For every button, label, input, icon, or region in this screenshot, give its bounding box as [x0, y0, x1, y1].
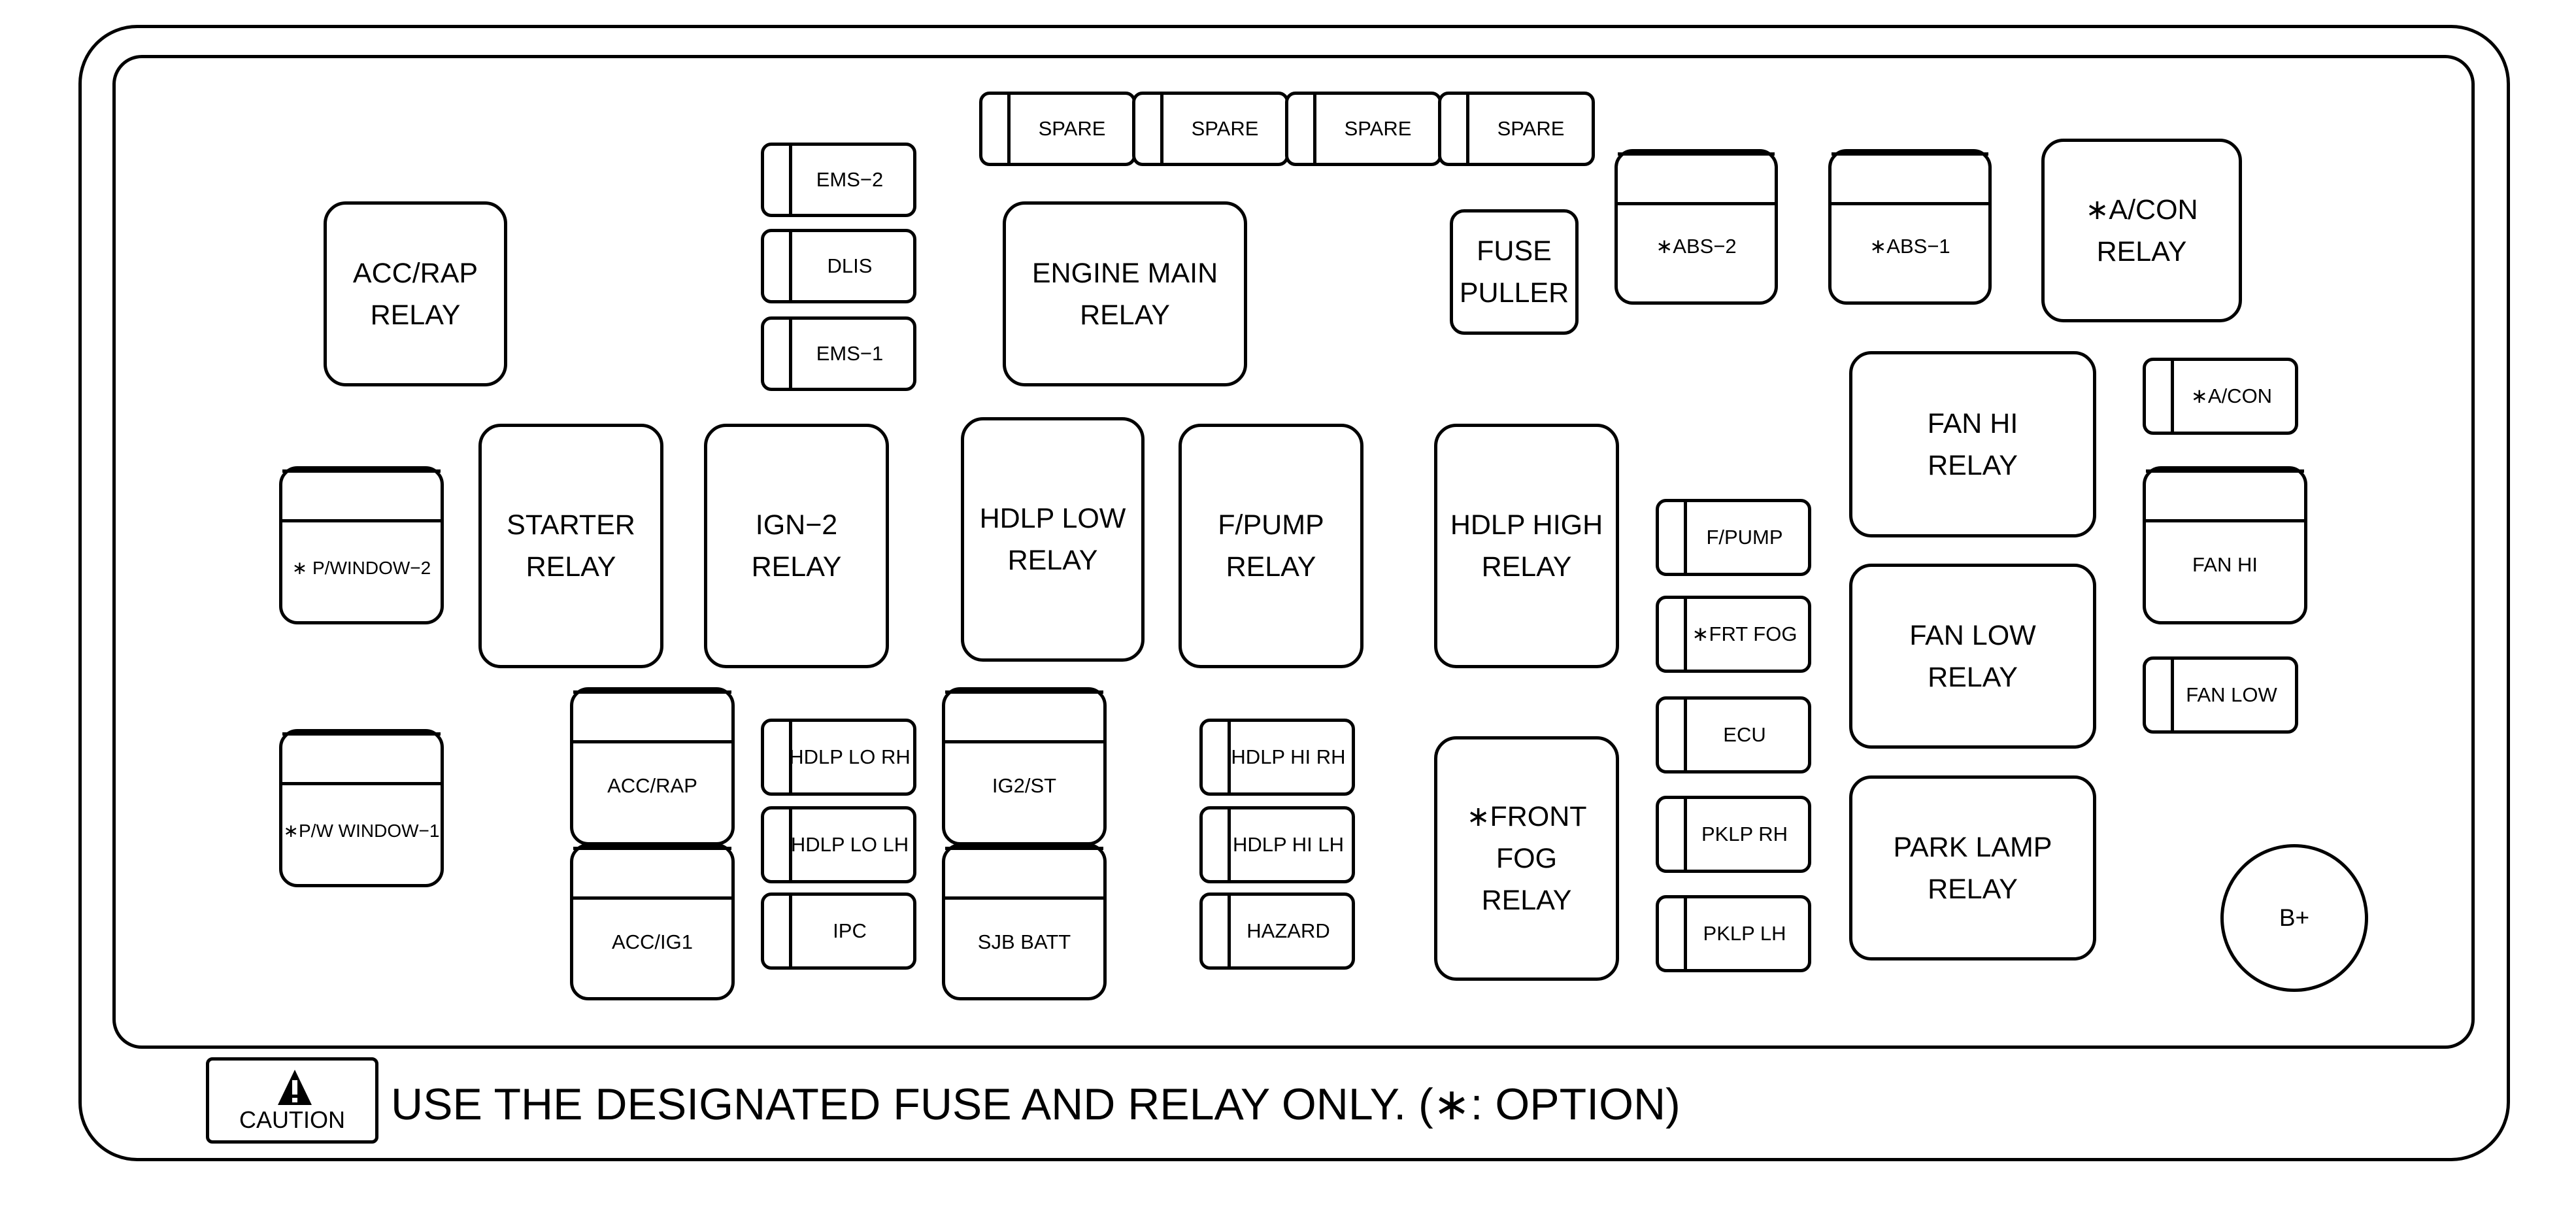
- abs2-fuse-divider: [1618, 202, 1775, 205]
- ipc-fuse: IPC: [761, 892, 916, 970]
- sjb-batt-fuse-label: SJB BATT: [977, 930, 1071, 953]
- ems2-fuse: EMS−2: [761, 143, 916, 217]
- f-pump-fuse: F/PUMP: [1656, 499, 1811, 576]
- hdlp-hi-rh-fuse: HDLP HI RH: [1199, 719, 1355, 796]
- front-fog-relay: ∗FRONT FOG RELAY: [1434, 736, 1619, 981]
- fuse-box-inner-panel: [112, 55, 2475, 1049]
- hdlp-lo-rh-fuse: HDLP LO RH: [761, 719, 916, 796]
- f-pump-relay: F/PUMP RELAY: [1179, 424, 1363, 668]
- p-w-window1-fuse: ∗P/W WINDOW−1: [279, 729, 444, 887]
- p-w-window1-fuse-label: ∗P/W WINDOW−1: [283, 821, 440, 841]
- fan-hi-fuse: FAN HI: [2143, 466, 2307, 624]
- park-lamp-relay: PARK LAMP RELAY: [1849, 775, 2096, 960]
- hdlp-low-relay: HDLP LOW RELAY: [961, 417, 1145, 662]
- spare-fuse-1: SPARE: [979, 92, 1136, 166]
- hdlp-high-relay: HDLP HIGH RELAY: [1434, 424, 1619, 668]
- abs1-fuse-label: ∗ABS−1: [1869, 235, 1950, 258]
- engine-main-relay: ENGINE MAIN RELAY: [1003, 201, 1247, 386]
- acc-rap-fuse: ACC/RAP: [570, 687, 735, 845]
- caution-label: CAUTION: [239, 1106, 345, 1133]
- warning-triangle-icon: [278, 1070, 312, 1105]
- abs2-fuse: ∗ABS−2: [1614, 149, 1778, 305]
- p-w-window1-fuse-divider: [282, 782, 441, 785]
- battery-terminal: B+: [2220, 844, 2368, 992]
- hazard-fuse: HAZARD: [1199, 892, 1355, 970]
- a-con-fuse: ∗A/CON: [2143, 358, 2298, 435]
- acc-ig1-fuse: ACC/IG1: [570, 843, 735, 1000]
- hdlp-lo-lh-fuse: HDLP LO LH: [761, 806, 916, 883]
- frt-fog-fuse: ∗FRT FOG: [1656, 596, 1811, 673]
- abs1-fuse-divider: [1832, 202, 1988, 205]
- sjb-batt-fuse: SJB BATT: [942, 843, 1107, 1000]
- ig2-st-fuse-divider: [945, 740, 1103, 743]
- ig2-st-fuse: IG2/ST: [942, 687, 1107, 845]
- caution-note: USE THE DESIGNATED FUSE AND RELAY ONLY. …: [391, 1080, 1681, 1129]
- p-window2-fuse: ∗ P/WINDOW−2: [279, 466, 444, 624]
- pklp-rh-fuse: PKLP RH: [1656, 796, 1811, 873]
- spare-fuse-4: SPARE: [1438, 92, 1595, 166]
- hdlp-hi-lh-fuse: HDLP HI LH: [1199, 806, 1355, 883]
- ems1-fuse: EMS−1: [761, 316, 916, 391]
- fan-low-relay: FAN LOW RELAY: [1849, 564, 2096, 749]
- acc-ig1-fuse-divider: [573, 896, 731, 900]
- abs1-fuse: ∗ABS−1: [1828, 149, 1992, 305]
- fan-hi-fuse-divider: [2146, 519, 2304, 522]
- abs2-fuse-label: ∗ABS−2: [1656, 235, 1737, 258]
- fuse-puller: FUSE PULLER: [1450, 209, 1579, 335]
- acc-rap-fuse-divider: [573, 740, 731, 743]
- fan-hi-fuse-label: FAN HI: [2192, 553, 2258, 576]
- a-con-relay: ∗A/CON RELAY: [2041, 139, 2242, 322]
- starter-relay: STARTER RELAY: [478, 424, 663, 668]
- p-window2-fuse-label: ∗ P/WINDOW−2: [292, 558, 431, 578]
- fan-hi-relay: FAN HI RELAY: [1849, 351, 2096, 537]
- p-window2-fuse-divider: [282, 519, 441, 522]
- fuse-box-outer-frame: [78, 25, 2510, 1161]
- spare-fuse-2: SPARE: [1132, 92, 1289, 166]
- acc-rap-relay: ACC/RAP RELAY: [324, 201, 507, 386]
- ign2-relay: IGN−2 RELAY: [704, 424, 889, 668]
- fan-low-fuse: FAN LOW: [2143, 656, 2298, 734]
- acc-rap-fuse-label: ACC/RAP: [607, 774, 697, 797]
- spare-fuse-3: SPARE: [1285, 92, 1442, 166]
- ig2-st-fuse-label: IG2/ST: [992, 774, 1057, 797]
- caution-badge: CAUTION: [206, 1057, 378, 1144]
- dlis-fuse: DLIS: [761, 229, 916, 303]
- ecu-fuse: ECU: [1656, 696, 1811, 774]
- pklp-lh-fuse: PKLP LH: [1656, 895, 1811, 972]
- sjb-batt-fuse-divider: [945, 896, 1103, 900]
- acc-ig1-fuse-label: ACC/IG1: [611, 930, 694, 953]
